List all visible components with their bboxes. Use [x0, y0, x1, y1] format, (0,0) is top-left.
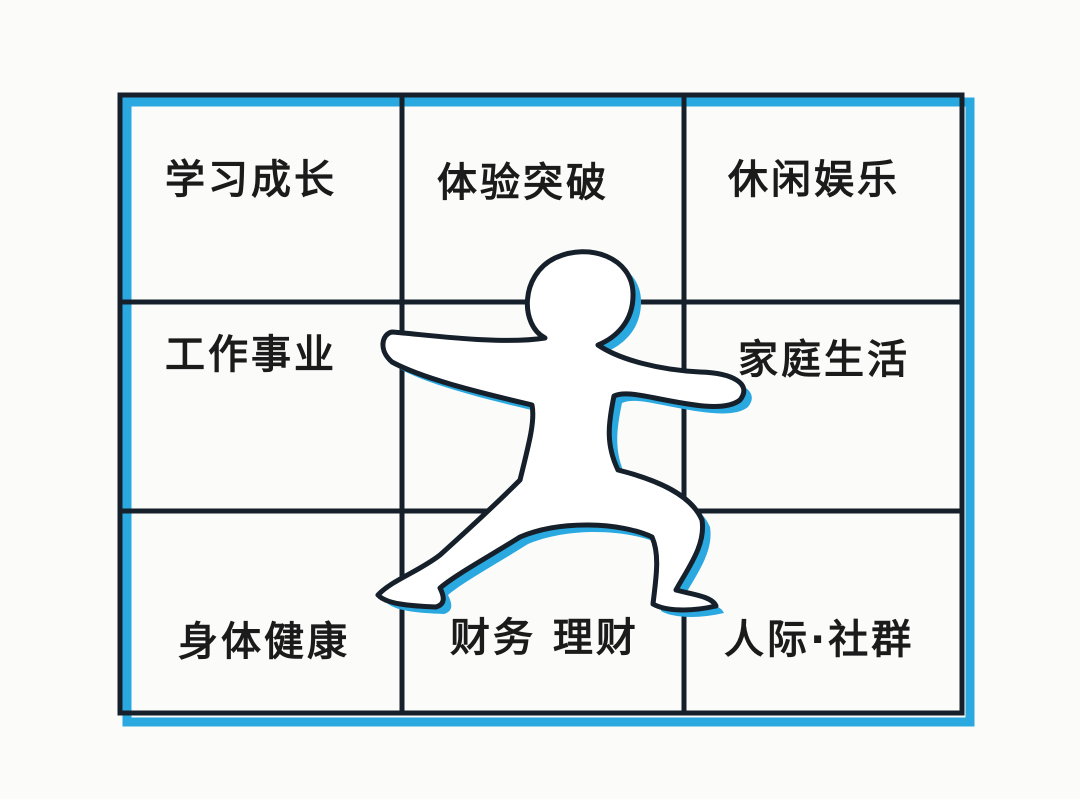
grid-shadow: [122, 97, 975, 727]
cell-label-leisure-entertainment: 休闲娱乐: [728, 157, 900, 203]
cell-label-learning-growth: 学习成长: [165, 157, 337, 203]
cell-label-social-community: 人际·社群: [724, 617, 915, 663]
cell-label-physical-health: 身体健康: [178, 619, 350, 665]
cell-label-family-life: 家庭生活: [738, 337, 910, 383]
cell-label-work-career: 工作事业: [165, 332, 337, 378]
grid-frame: [117, 92, 965, 716]
cell-label-experience-breakthrough: 体验突破: [437, 160, 609, 206]
cell-label-finance: 财务 理财: [450, 615, 639, 661]
